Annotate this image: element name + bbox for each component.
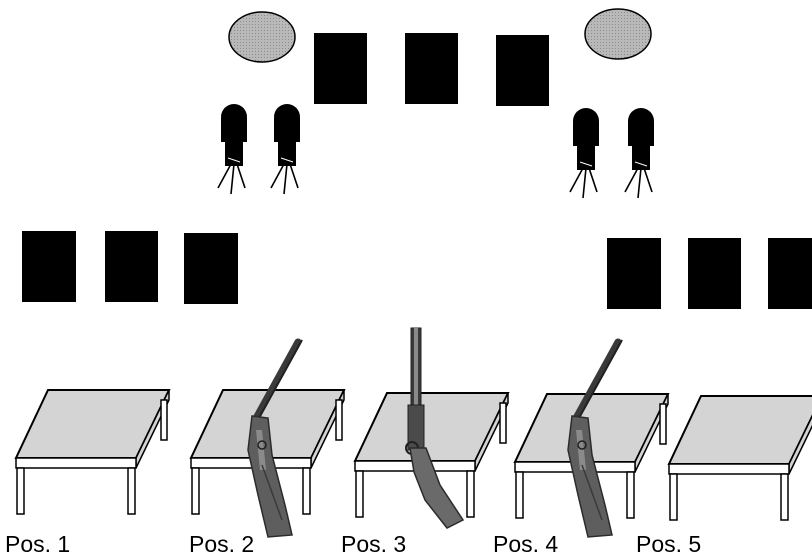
panel-icon-right-3 [768,238,812,309]
table-icon-5 [668,395,812,521]
panel-icon-right-2 [688,238,741,309]
panel-icon-left-3 [184,233,238,304]
speaker-icon-3 [569,107,600,199]
panel-icon-left-2 [105,231,158,302]
panel-icon-left-1 [22,231,76,302]
position-label-5: Pos. 5 [636,531,702,557]
rifle-icon-pos3 [405,327,465,529]
table-icon-1 [15,389,170,515]
panel-icon-top-1 [314,33,367,104]
position-label-2: Pos. 2 [189,531,255,557]
panel-icon-right-1 [607,238,661,309]
speaker-icon-1 [217,103,248,195]
position-label-3: Pos. 3 [341,531,407,557]
panel-icon-top-3 [496,35,549,106]
speaker-icon-2 [270,103,301,195]
panel-icon-top-2 [405,33,458,104]
position-label-4: Pos. 4 [493,531,559,557]
ellipse-icon-left [228,11,296,63]
position-label-1: Pos. 1 [5,531,71,557]
speaker-icon-4 [624,107,655,199]
ellipse-icon-right [584,8,652,60]
